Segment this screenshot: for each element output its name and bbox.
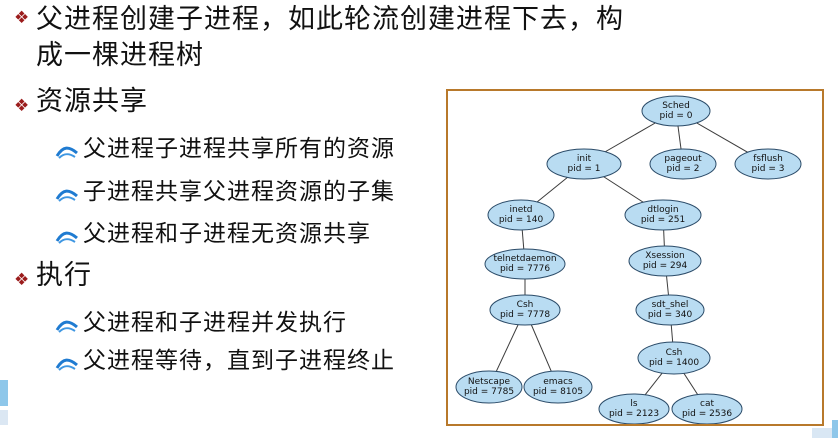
tree-node-name: emacs	[543, 377, 573, 387]
tree-node-pid: pid = 1	[568, 164, 601, 174]
tree-node-shape	[484, 248, 566, 280]
sub-bullet-icon	[55, 320, 78, 333]
bullet-icon: ❖	[14, 96, 30, 116]
tree-node-name: Sched	[662, 101, 690, 111]
execution-item-1: 父进程和子进程并发执行	[83, 310, 347, 336]
bullet-icon: ❖	[14, 270, 30, 290]
tree-node-pid: pid = 3	[752, 164, 785, 174]
left-edge-decoration	[0, 380, 8, 425]
tree-node-name: Netscape	[468, 377, 511, 387]
tree-node-name: cat	[700, 399, 714, 409]
tree-node: Csh pid = 1400	[637, 341, 711, 375]
tree-node: cat pid = 2536	[671, 393, 743, 424]
tree-node: Netscape pid = 7785	[455, 370, 523, 404]
sub-bullet-icon	[55, 146, 78, 159]
tree-node-name: Csh	[666, 348, 683, 358]
tree-node-shape	[546, 148, 622, 180]
tree-node-pid: pid = 251	[641, 215, 685, 225]
tree-node: dtlogin pid = 251	[624, 199, 702, 231]
tree-node-shape	[671, 393, 743, 424]
slide-line-1: 父进程创建子进程，如此轮流创建进程下去，构	[36, 4, 624, 35]
tree-node-pid: pid = 7778	[500, 310, 550, 320]
tree-node-shape	[487, 199, 555, 231]
section-heading-resources: 资源共享	[36, 86, 148, 117]
tree-node-shape	[598, 393, 670, 424]
tree-node: emacs pid = 8105	[523, 370, 593, 404]
section-heading-execution: 执行	[36, 260, 92, 291]
tree-node-name: ls	[630, 399, 638, 409]
sub-bullet-icon	[55, 231, 78, 244]
tree-node-shape	[649, 148, 717, 180]
tree-node: Csh pid = 7778	[489, 294, 561, 326]
tree-node-name: Xsession	[645, 251, 684, 261]
tree-node: Sched pid = 0	[641, 95, 711, 127]
sub-bullet-icon	[55, 358, 78, 371]
tree-node: telnetdaemon pid = 7776	[484, 248, 566, 280]
tree-node-pid: pid = 140	[499, 215, 544, 225]
tree-node-pid: pid = 2123	[609, 409, 659, 419]
tree-node-shape	[455, 370, 523, 404]
resource-item-1: 父进程子进程共享所有的资源	[83, 136, 395, 162]
tree-node: inetd pid = 140	[487, 199, 555, 231]
tree-node-pid: pid = 2	[667, 164, 700, 174]
tree-node-shape	[628, 245, 702, 277]
resource-item-3: 父进程和子进程无资源共享	[83, 221, 371, 247]
tree-node-pid: pid = 340	[648, 310, 693, 320]
tree-node-shape	[523, 370, 593, 404]
bottom-right-decoration	[812, 420, 838, 438]
tree-node-shape	[489, 294, 561, 326]
tree-node: pageout pid = 2	[649, 148, 717, 180]
tree-node-name: sdt_shel	[652, 300, 689, 310]
tree-node-pid: pid = 7776	[500, 264, 550, 274]
tree-node-shape	[635, 294, 705, 326]
tree-node: fsflush pid = 3	[734, 148, 802, 180]
tree-node-shape	[734, 148, 802, 180]
tree-node-shape	[637, 341, 711, 375]
tree-node-pid: pid = 1400	[649, 358, 699, 368]
tree-node-shape	[624, 199, 702, 231]
tree-node: ls pid = 2123	[598, 393, 670, 424]
tree-node-name: init	[577, 154, 592, 164]
tree-node-pid: pid = 8105	[533, 387, 583, 397]
execution-item-2: 父进程等待，直到子进程终止	[83, 348, 395, 374]
tree-node-pid: pid = 2536	[682, 409, 732, 419]
tree-node-shape	[641, 95, 711, 127]
tree-node-name: Csh	[517, 300, 534, 310]
tree-node-pid: pid = 0	[660, 111, 693, 121]
tree-node: sdt_shel pid = 340	[635, 294, 705, 326]
tree-node: init pid = 1	[546, 148, 622, 180]
slide-line-2: 成一棵进程树	[36, 40, 204, 71]
text-area: ❖ 父进程创建子进程，如此轮流创建进程下去，构 成一棵进程树 ❖ 资源共享 父进…	[8, 0, 768, 438]
tree-node-name: fsflush	[753, 154, 783, 164]
sub-bullet-icon	[55, 189, 78, 202]
process-tree-diagram: Sched pid = 0 init pid = 1 pageout pid =…	[446, 89, 824, 426]
tree-node-name: pageout	[664, 154, 702, 164]
tree-node-pid: pid = 7785	[464, 387, 514, 397]
bullet-icon: ❖	[14, 8, 30, 28]
tree-node-name: inetd	[510, 205, 533, 215]
process-tree-svg: Sched pid = 0 init pid = 1 pageout pid =…	[455, 95, 802, 424]
tree-node: Xsession pid = 294	[628, 245, 702, 277]
tree-node-pid: pid = 294	[643, 261, 688, 271]
tree-node-name: dtlogin	[647, 205, 678, 215]
resource-item-2: 子进程共享父进程资源的子集	[83, 179, 395, 205]
tree-node-name: telnetdaemon	[493, 254, 556, 264]
